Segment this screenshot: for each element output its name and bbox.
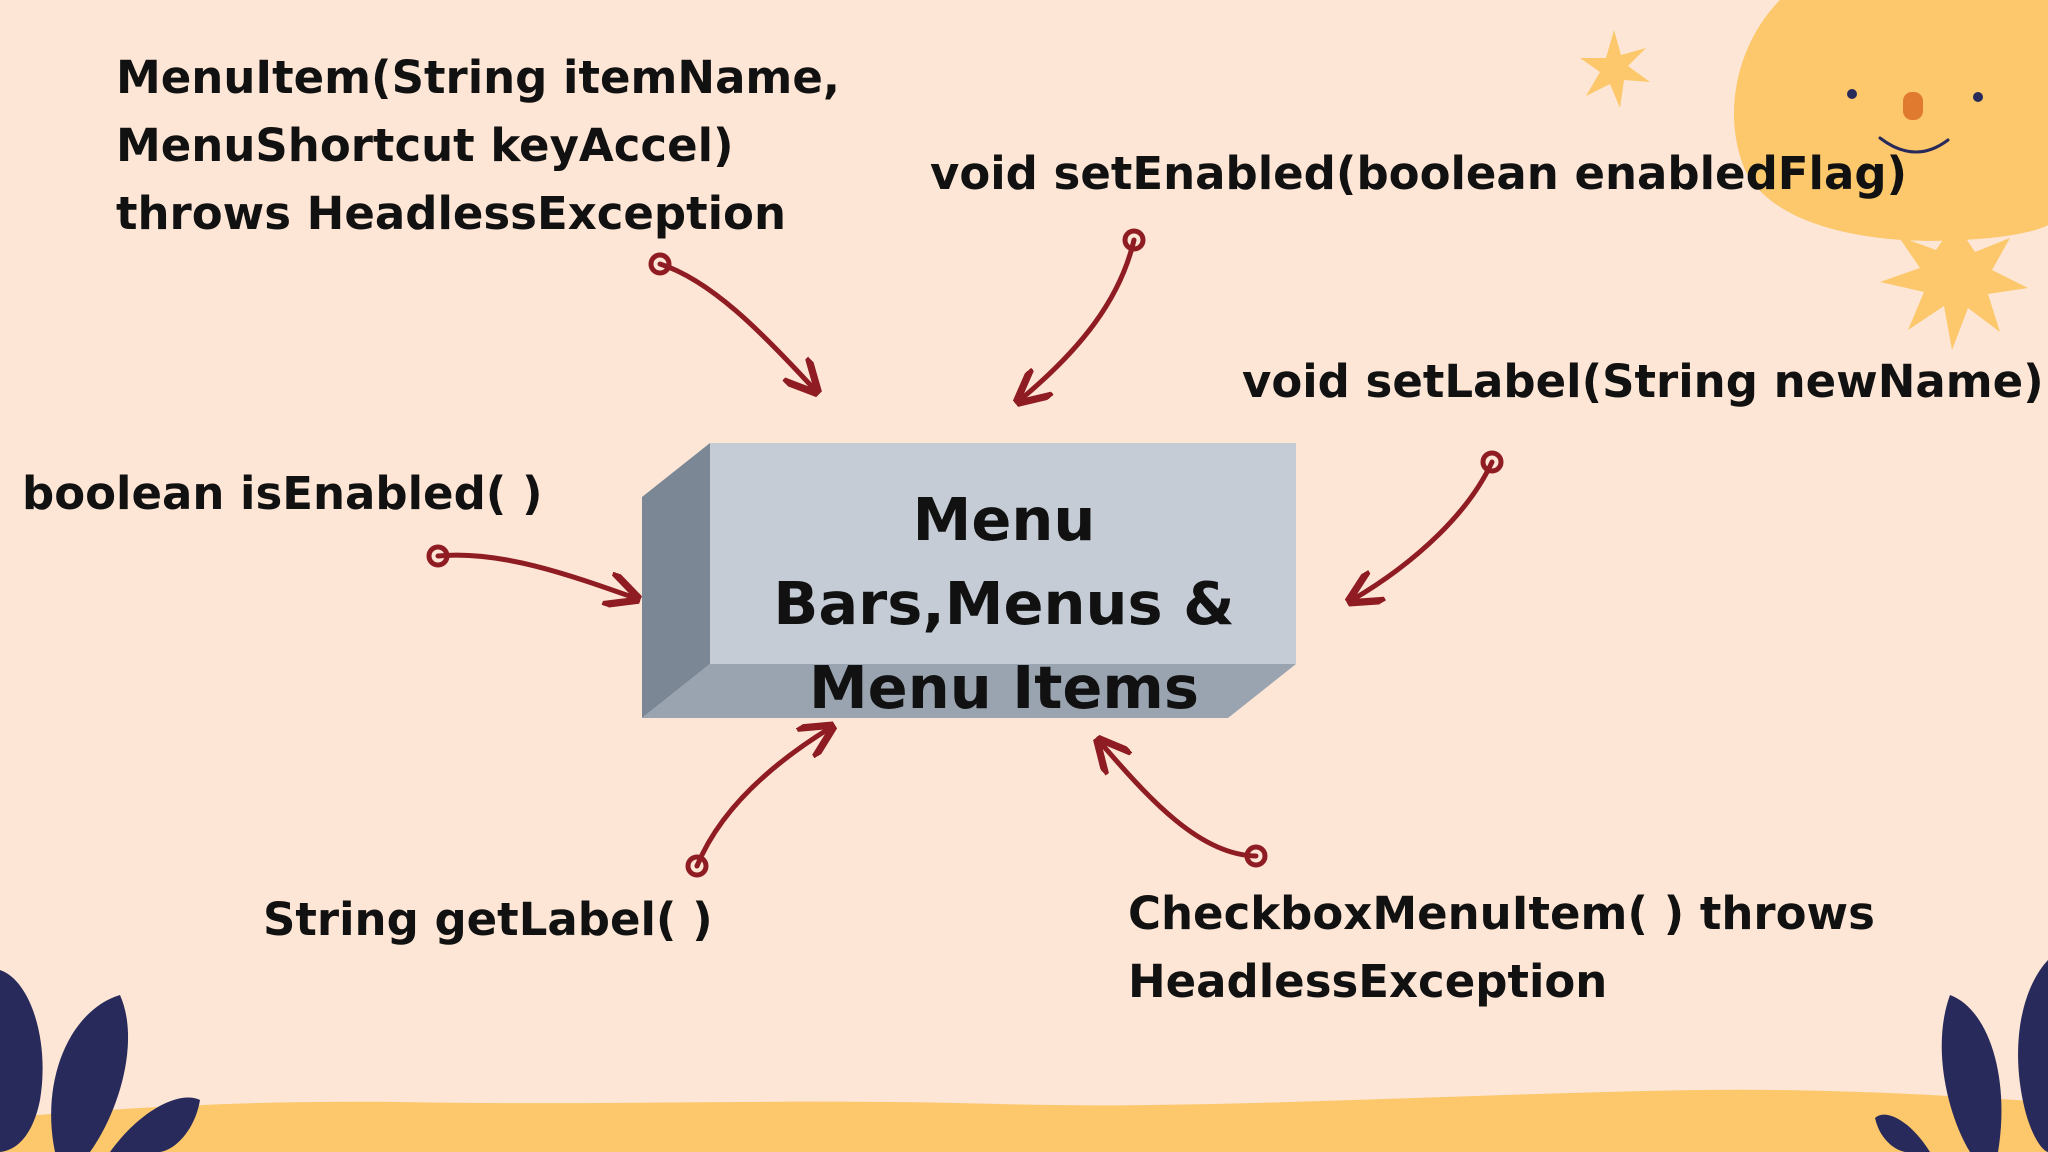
- label-set-enabled: void setEnabled(boolean enabledFlag): [930, 147, 1908, 200]
- arrow-get-label: [694, 728, 830, 869]
- arrow-menuitem-ctor: [657, 261, 815, 390]
- arrow-checkbox-ctor: [1100, 742, 1259, 859]
- leaf-cluster-left: [0, 970, 200, 1152]
- label-menuitem-constructor: MenuItem(String itemName, MenuShortcut k…: [116, 44, 840, 248]
- arrow-is-enabled: [435, 552, 635, 598]
- diagram-title: Menu Bars,Menus & Menu Items: [708, 478, 1300, 730]
- label-menuitem-line-1: MenuItem(String itemName,: [116, 51, 840, 104]
- sun-eye-left: [1847, 89, 1857, 99]
- label-is-enabled: boolean isEnabled( ): [22, 467, 543, 520]
- center-box: [642, 443, 1296, 718]
- label-menuitem-line-3: throws HeadlessException: [116, 187, 787, 240]
- sun-blob: [1733, 0, 2048, 241]
- arrow-tail-6: [1244, 844, 1268, 868]
- leaf-cluster-right: [1875, 960, 2048, 1152]
- ground-wave: [0, 1089, 2048, 1152]
- label-menuitem-line-2: MenuShortcut keyAccel): [116, 119, 734, 172]
- label-set-label: void setLabel(String newName): [1242, 355, 2044, 408]
- box-front: [710, 443, 1296, 664]
- arrow-set-enabled: [1020, 237, 1137, 400]
- arrow-tail-3: [1480, 450, 1504, 474]
- box-bottom: [642, 664, 1296, 718]
- diagram-title-line-2: Menu Items: [808, 653, 1200, 722]
- arrow-tail-4: [426, 544, 450, 568]
- star-small: [1580, 30, 1650, 108]
- star-large: [1880, 222, 2028, 350]
- arrow-set-label: [1352, 459, 1495, 600]
- label-checkbox-line-1: CheckboxMenuItem( ) throws: [1128, 887, 1875, 940]
- label-checkbox-constructor: CheckboxMenuItem( ) throws HeadlessExcep…: [1128, 880, 1875, 1016]
- sun-smile: [1878, 136, 1950, 154]
- box-side: [642, 443, 710, 718]
- sun-nose: [1903, 92, 1923, 120]
- arrow-tail-1: [648, 252, 672, 276]
- diagram-title-line-1: Menu Bars,Menus &: [773, 485, 1235, 638]
- arrow-tail-2: [1122, 228, 1146, 252]
- label-checkbox-line-2: HeadlessException: [1128, 955, 1608, 1008]
- label-get-label: String getLabel( ): [263, 893, 713, 946]
- arrow-tail-5: [685, 854, 709, 878]
- sun-eye-right: [1973, 92, 1983, 102]
